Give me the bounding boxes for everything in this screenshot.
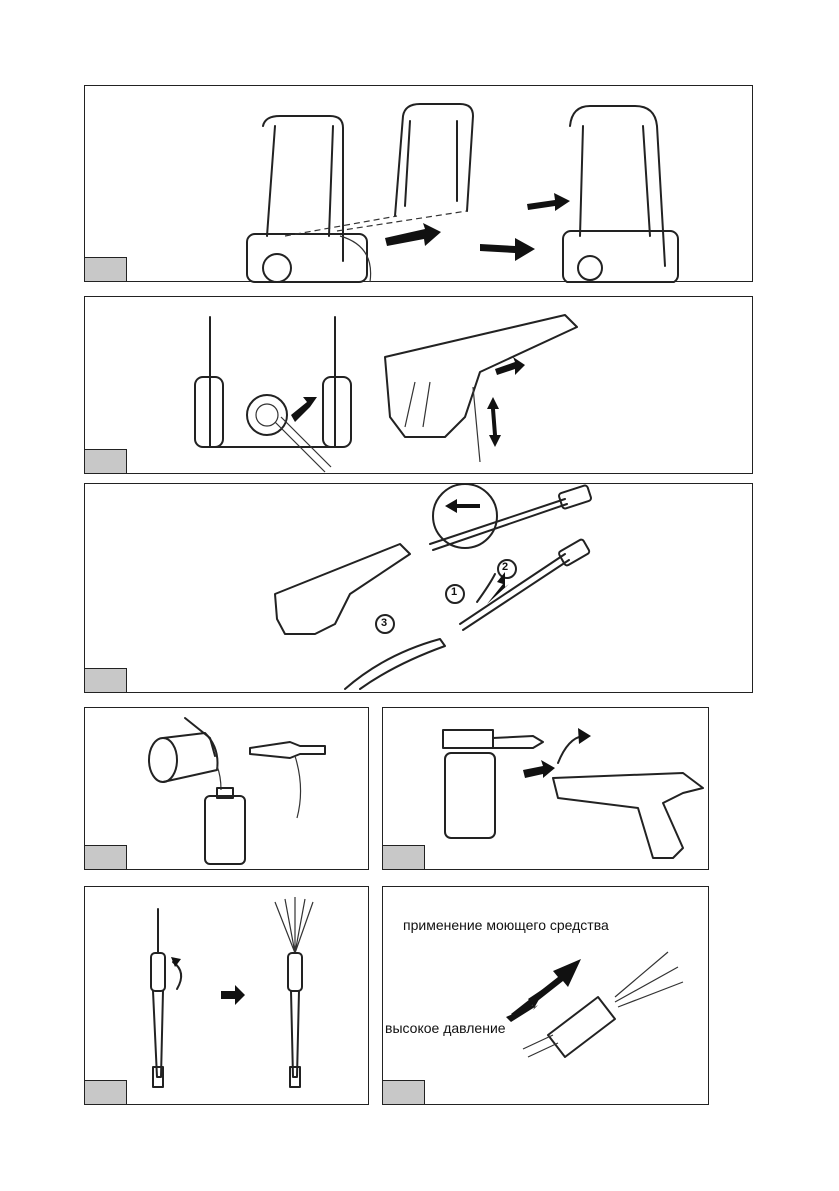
detergent-attach-illustration bbox=[383, 708, 710, 871]
figure-tag bbox=[85, 257, 127, 281]
arrow-updown-icon bbox=[487, 397, 501, 447]
panel-detergent-attach bbox=[382, 707, 709, 870]
arrow-up-right-icon bbox=[511, 959, 581, 1018]
panel-nozzle-twist bbox=[84, 886, 369, 1105]
arrow-next-icon bbox=[221, 985, 245, 1005]
panel-hose-connection bbox=[84, 296, 753, 474]
arrow-right-icon bbox=[480, 238, 535, 261]
figure-tag bbox=[85, 668, 127, 692]
detergent-fill-illustration bbox=[85, 708, 370, 871]
arrow-left-icon bbox=[385, 223, 441, 246]
figure-tag bbox=[85, 1080, 127, 1104]
figure-tag bbox=[383, 1080, 425, 1104]
panel-detergent-fill bbox=[84, 707, 369, 870]
arrow-press-icon bbox=[495, 357, 525, 375]
arrow-push-icon bbox=[523, 760, 555, 778]
arrow-insert-icon bbox=[445, 499, 480, 513]
step-number-1: 1 bbox=[451, 586, 457, 598]
step-number-2: 2 bbox=[502, 561, 508, 573]
panel-nozzle-modes: применение моющего средства высокое давл… bbox=[382, 886, 709, 1105]
high-pressure-mode-label: высокое давление bbox=[385, 1020, 506, 1036]
panel-handle-assembly bbox=[84, 85, 753, 282]
figure-tag bbox=[85, 449, 127, 473]
figure-tag bbox=[85, 845, 127, 869]
figure-tag bbox=[383, 845, 425, 869]
step-number-3: 3 bbox=[381, 617, 387, 629]
nozzle-twist-illustration bbox=[85, 887, 370, 1106]
hose-connection-illustration bbox=[85, 297, 754, 475]
arrow-right-small-icon bbox=[527, 193, 570, 211]
arrow-rotate-icon bbox=[578, 728, 591, 744]
panel-lance-attach: 1 2 3 bbox=[84, 483, 753, 693]
lance-attach-illustration bbox=[85, 484, 754, 694]
arrow-connect-icon bbox=[291, 397, 317, 422]
detergent-mode-label: применение моющего средства bbox=[403, 917, 609, 933]
handle-assembly-illustration bbox=[85, 86, 754, 283]
